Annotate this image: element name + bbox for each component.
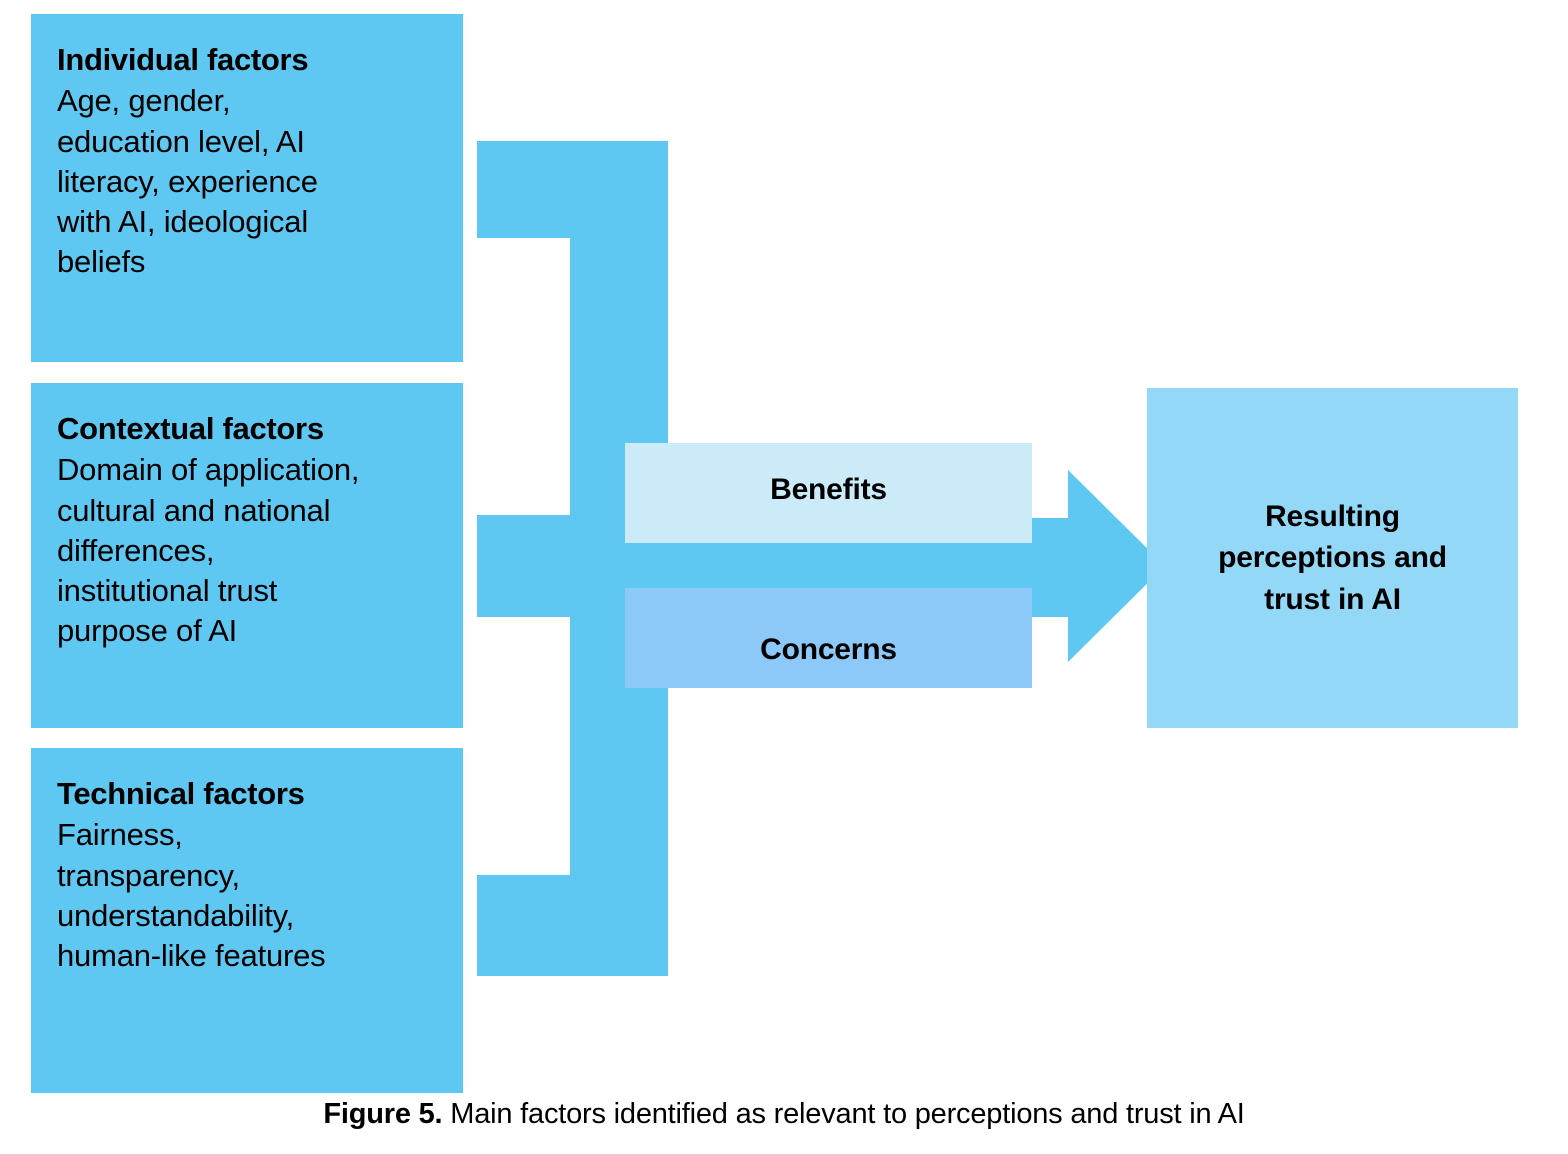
factor-box-individual: Individual factors Age, gender, educatio… [31, 14, 463, 362]
factor-box-contextual: Contextual factors Domain of application… [31, 383, 463, 728]
factor-title-contextual: Contextual factors [57, 411, 324, 446]
factor-body-individual: Age, gender, education level, AI literac… [57, 83, 318, 280]
factor-title-technical: Technical factors [57, 776, 305, 811]
mediator-label-concerns: Concerns [760, 633, 897, 666]
mediator-bar-benefits: Benefits [625, 443, 1032, 543]
figure-caption-text: Main factors identified as relevant to p… [442, 1098, 1245, 1130]
factor-box-technical: Technical factors Fairness, transparency… [31, 748, 463, 1093]
figure-caption: Figure 5. Main factors identified as rel… [0, 1098, 1568, 1131]
figure-caption-label: Figure 5. [323, 1098, 443, 1130]
outcome-box-result: Resulting perceptions and trust in AI [1147, 388, 1518, 728]
mediator-bar-concerns: Concerns [625, 588, 1032, 688]
outcome-label: Resulting perceptions and trust in AI [1218, 499, 1447, 616]
factor-body-technical: Fairness, transparency, understandabilit… [57, 817, 326, 974]
factor-body-contextual: Domain of application, cultural and nati… [57, 452, 360, 649]
factor-title-individual: Individual factors [57, 42, 309, 77]
mediator-label-benefits: Benefits [770, 473, 887, 506]
